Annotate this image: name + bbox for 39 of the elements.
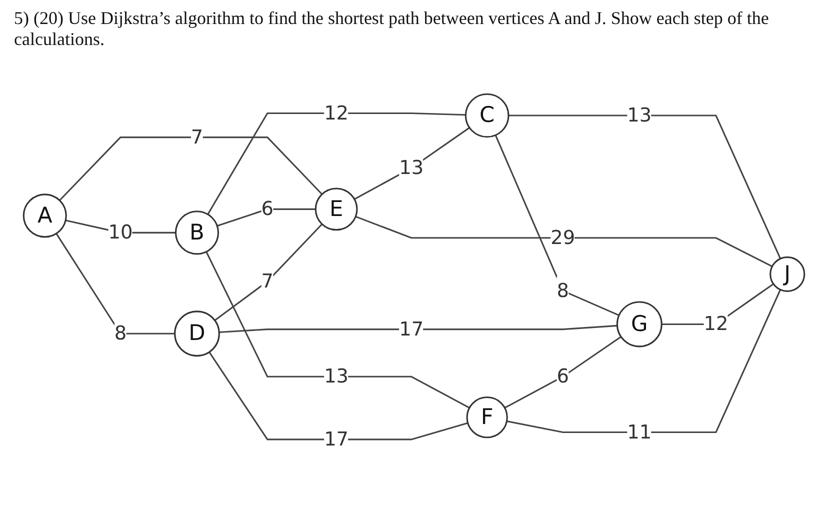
connector [214,224,323,322]
edge-label: 8 [556,278,569,302]
connector [219,324,618,334]
node-circle: A [22,194,67,238]
edge-label: 17 [399,317,424,340]
node-circle: F [466,396,508,438]
edge-label: 13 [399,156,424,179]
edge-label: 6 [261,197,274,220]
edge-label: 7 [261,269,274,292]
edge-label: 29 [550,226,576,249]
edge-label: 13 [627,103,652,126]
node-circle: C [464,93,510,138]
edge-label: 7 [190,125,204,148]
node-circle: D [174,310,220,357]
connector [208,352,468,440]
question-text: 5) (20) Use Dijkstra’s algorithm to find the shortest path between vertices A and J. Show each step of the calculations. [14,8,770,50]
connector [207,112,466,215]
edge-label: 17 [324,427,349,450]
edge-label: 10 [108,220,133,244]
connector [355,216,773,268]
edge-label: 12 [324,101,349,124]
connector [504,336,622,409]
connector [494,134,620,316]
node-circle: E [314,188,358,231]
connector [56,233,175,334]
connector [216,208,316,227]
edge-label: 13 [324,364,349,388]
node-circle: B [174,210,220,255]
edge-label: 8 [114,322,127,344]
connector [508,114,782,259]
node-circle: G [616,301,662,348]
connector [206,251,470,409]
edge-label: 6 [556,364,569,388]
connector [354,127,470,200]
edge-label: 11 [627,420,652,444]
connector [506,289,782,434]
edge-label: 12 [704,312,728,336]
connector [59,136,323,201]
node-circle: J [770,256,806,292]
